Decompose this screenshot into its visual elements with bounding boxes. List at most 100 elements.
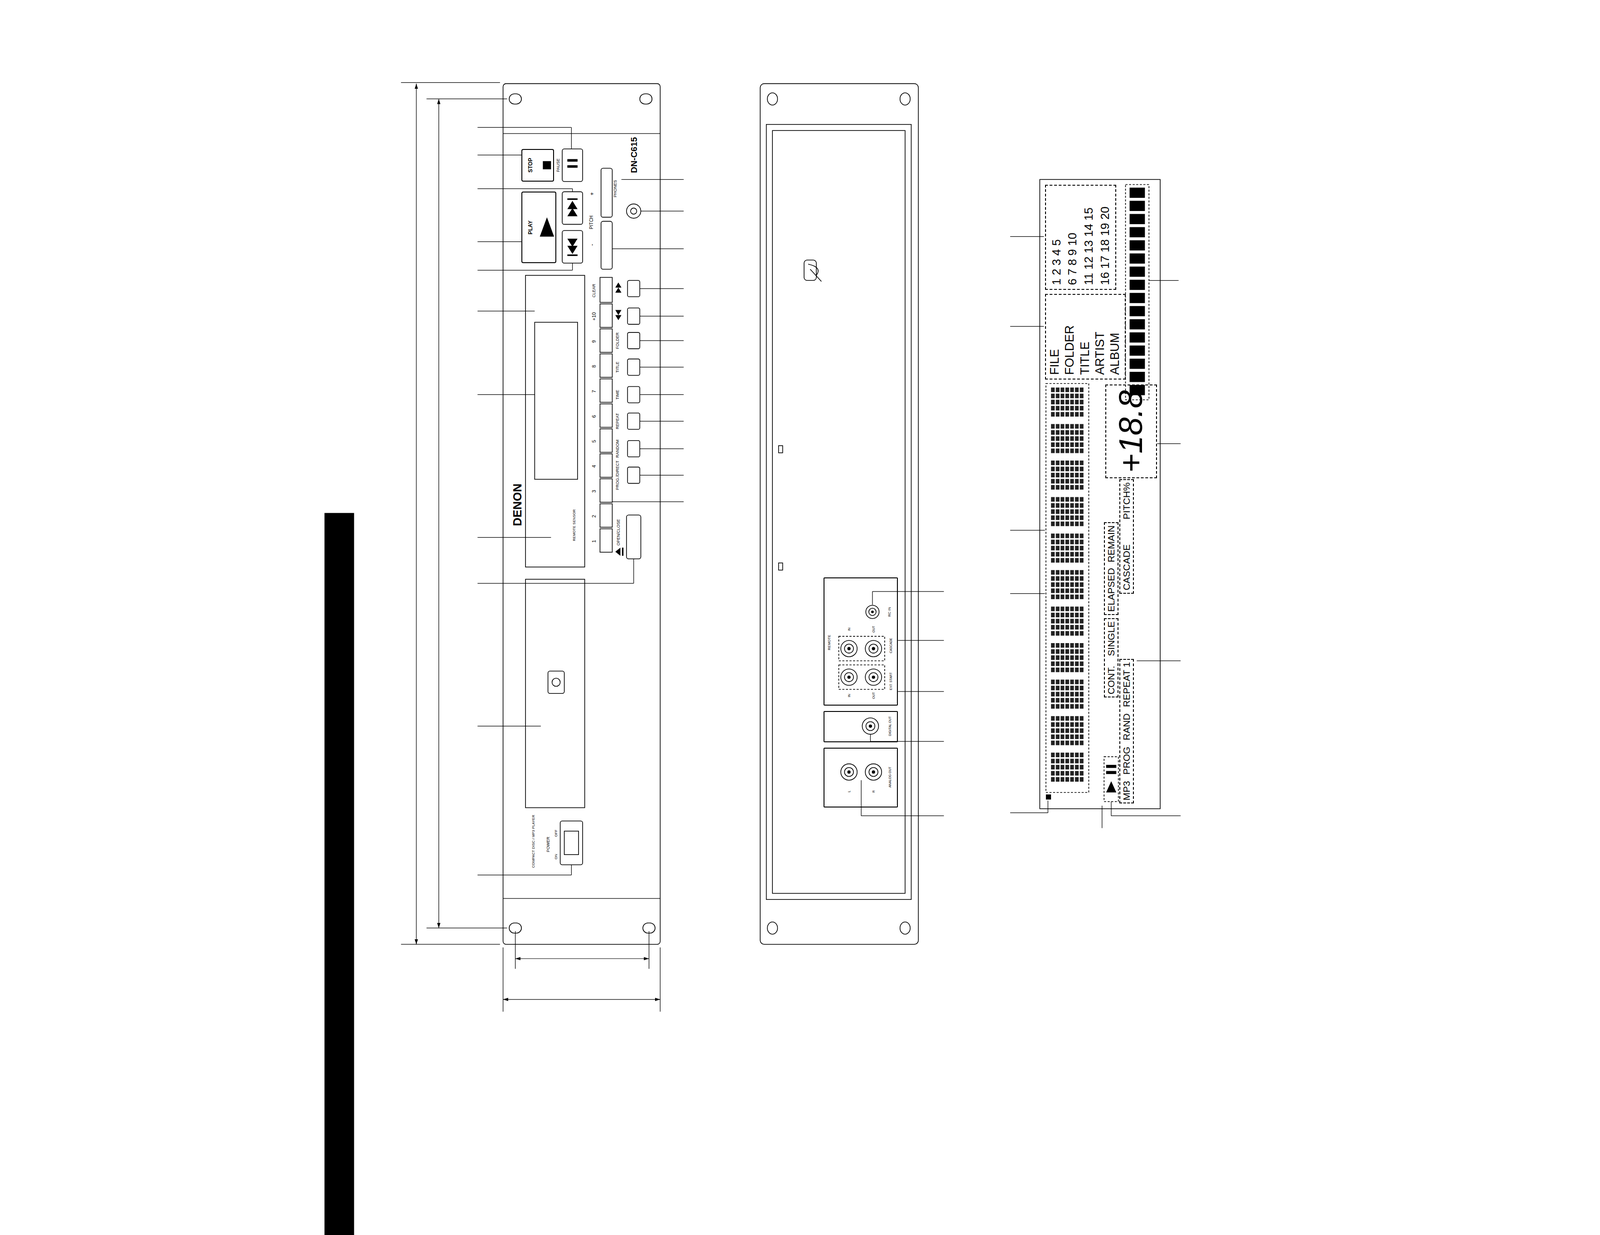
display-segment	[1074, 704, 1079, 709]
display-segment	[1065, 552, 1070, 557]
display-segment	[1060, 728, 1065, 733]
display-segment	[1055, 606, 1060, 612]
panel-label: PLAY	[527, 220, 534, 235]
display-segment	[1069, 485, 1074, 490]
leader-line	[639, 394, 684, 396]
jack	[868, 724, 873, 728]
display-segment	[1050, 734, 1055, 740]
search-symbol	[615, 287, 622, 293]
display-segment	[1055, 503, 1060, 508]
arrowhead	[414, 83, 418, 89]
display-segment	[1050, 667, 1055, 673]
panel-label: FOLDER	[615, 332, 620, 350]
dimension-line	[400, 944, 500, 945]
display-segment	[1050, 478, 1055, 484]
display-segment	[1050, 405, 1055, 411]
display-segment	[1050, 448, 1055, 454]
panel-label: 9	[591, 340, 597, 343]
display-segment	[1074, 460, 1079, 466]
display-segment	[1069, 667, 1074, 673]
jack	[840, 669, 858, 686]
display-segment	[1050, 722, 1055, 728]
jack	[868, 767, 878, 777]
display-segment	[1079, 612, 1084, 618]
display-segment	[1079, 478, 1084, 484]
display-segment	[1069, 533, 1074, 539]
display-segment	[1060, 503, 1065, 508]
display-segment	[1065, 387, 1070, 393]
display-segment	[1074, 752, 1079, 758]
display-segment	[1055, 478, 1060, 484]
display-indicator: REPEAT 1	[1121, 662, 1132, 708]
dimension-line	[415, 83, 417, 945]
display-segment	[1069, 734, 1074, 740]
display-segment	[1074, 430, 1079, 435]
display-indicator: CONT.	[1105, 665, 1117, 695]
button	[627, 359, 640, 376]
leader-line	[872, 591, 873, 605]
display-segment	[1079, 460, 1084, 466]
display-segment	[1074, 521, 1079, 527]
display-segment	[1060, 521, 1065, 527]
dot-matrix-area	[1045, 383, 1090, 793]
display-segment	[1074, 509, 1079, 515]
display-segment	[1069, 679, 1074, 685]
display-segment	[1050, 643, 1055, 648]
display-segment	[1065, 405, 1070, 411]
display-segment	[1079, 649, 1084, 655]
display-segment	[1050, 466, 1055, 472]
display-segment	[1079, 692, 1084, 697]
display-segment	[1055, 412, 1060, 417]
display-segment	[1079, 509, 1084, 515]
display-segment	[1055, 716, 1060, 721]
display-segment	[1074, 740, 1079, 746]
display-segment	[1050, 515, 1055, 521]
display-indicator: 11 12 13 14 15	[1082, 207, 1096, 286]
display-segment	[1065, 545, 1070, 551]
display-segment	[1074, 387, 1079, 393]
display-segment	[1065, 466, 1070, 472]
display-segment	[1069, 472, 1074, 478]
display-segment	[1069, 558, 1074, 563]
lcd	[534, 322, 578, 480]
leader-line	[1047, 800, 1049, 814]
button	[600, 529, 613, 553]
display-segment	[1079, 582, 1084, 588]
display-segment	[1060, 594, 1065, 600]
display-segment	[1060, 478, 1065, 484]
display-segment	[1074, 424, 1079, 429]
button	[600, 453, 613, 478]
panel-label: DENON	[511, 483, 524, 527]
display-segment	[1069, 521, 1074, 527]
display-segment	[1074, 393, 1079, 399]
leader-line	[477, 874, 572, 876]
display-segment	[1079, 704, 1084, 709]
display-segment	[1079, 661, 1084, 667]
display-indicator: FOLDER	[1063, 325, 1077, 376]
power-button	[560, 821, 584, 866]
button	[627, 413, 640, 430]
front-panel	[503, 83, 661, 945]
display-segment	[1079, 533, 1084, 539]
leader-line	[1156, 443, 1181, 444]
display-segment	[1079, 436, 1084, 441]
button	[562, 230, 583, 264]
display-segment	[1074, 765, 1079, 770]
display-segment	[1074, 716, 1079, 721]
display-segment	[1074, 442, 1079, 448]
jack	[847, 770, 851, 774]
display-segment	[1065, 752, 1070, 758]
display-segment	[1060, 485, 1065, 490]
cable-tag	[804, 260, 817, 281]
jack	[847, 647, 851, 651]
display-segment	[1069, 752, 1074, 758]
display-segment	[1079, 576, 1084, 581]
display-segment	[1050, 393, 1055, 399]
display-indicator: 16 17 18 19 20	[1098, 206, 1112, 286]
dimension-line	[503, 999, 661, 1000]
panel-label: EXT. START	[889, 672, 893, 691]
mount-hole	[767, 922, 778, 935]
display-segment	[1069, 740, 1074, 746]
display-segment	[1069, 576, 1074, 581]
display-segment	[1065, 728, 1070, 733]
